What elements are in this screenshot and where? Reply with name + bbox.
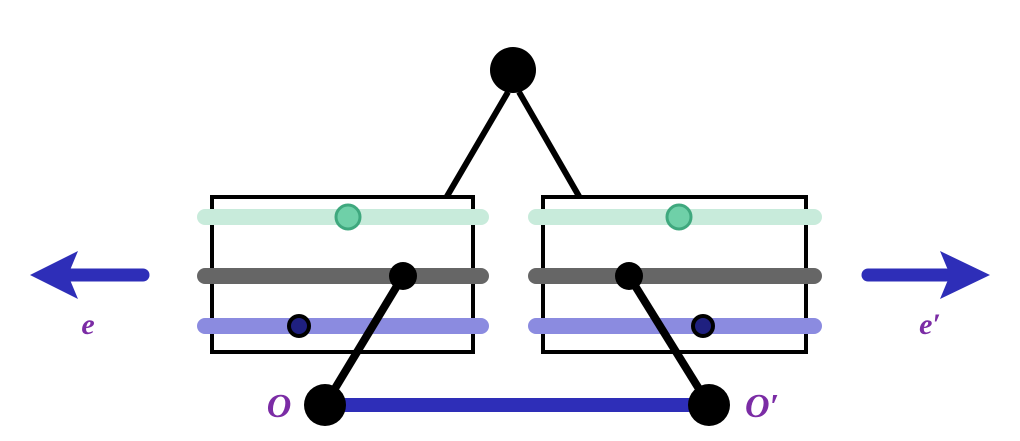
apex-edge-group (443, 90, 583, 200)
apex-node (490, 47, 536, 93)
observer-node-o (304, 384, 346, 426)
frame-box-right (528, 195, 822, 354)
node-green-left (334, 203, 362, 231)
node-black-gray-band-left (389, 262, 417, 290)
arrow-left-e (30, 251, 150, 299)
arrow-right-e-prime-head (940, 251, 990, 299)
worldline-right (625, 273, 713, 408)
apex-edge-right (516, 90, 583, 200)
arrow-left-e-head (30, 251, 78, 299)
frame-box-left (197, 195, 489, 354)
node-black-gray-band-right (615, 262, 643, 290)
label-e-prime: e′ (919, 308, 941, 341)
label-e: e (81, 308, 94, 341)
label-o: O (267, 388, 292, 425)
node-green-right (665, 203, 693, 231)
label-o-prime: O′ (745, 388, 779, 425)
apex-edge-left (443, 90, 511, 200)
worldline-left (321, 273, 407, 408)
node-navy-right (691, 314, 715, 338)
observer-node-o-prime (688, 384, 730, 426)
arrow-right-e-prime (861, 251, 990, 299)
node-navy-left (287, 314, 311, 338)
